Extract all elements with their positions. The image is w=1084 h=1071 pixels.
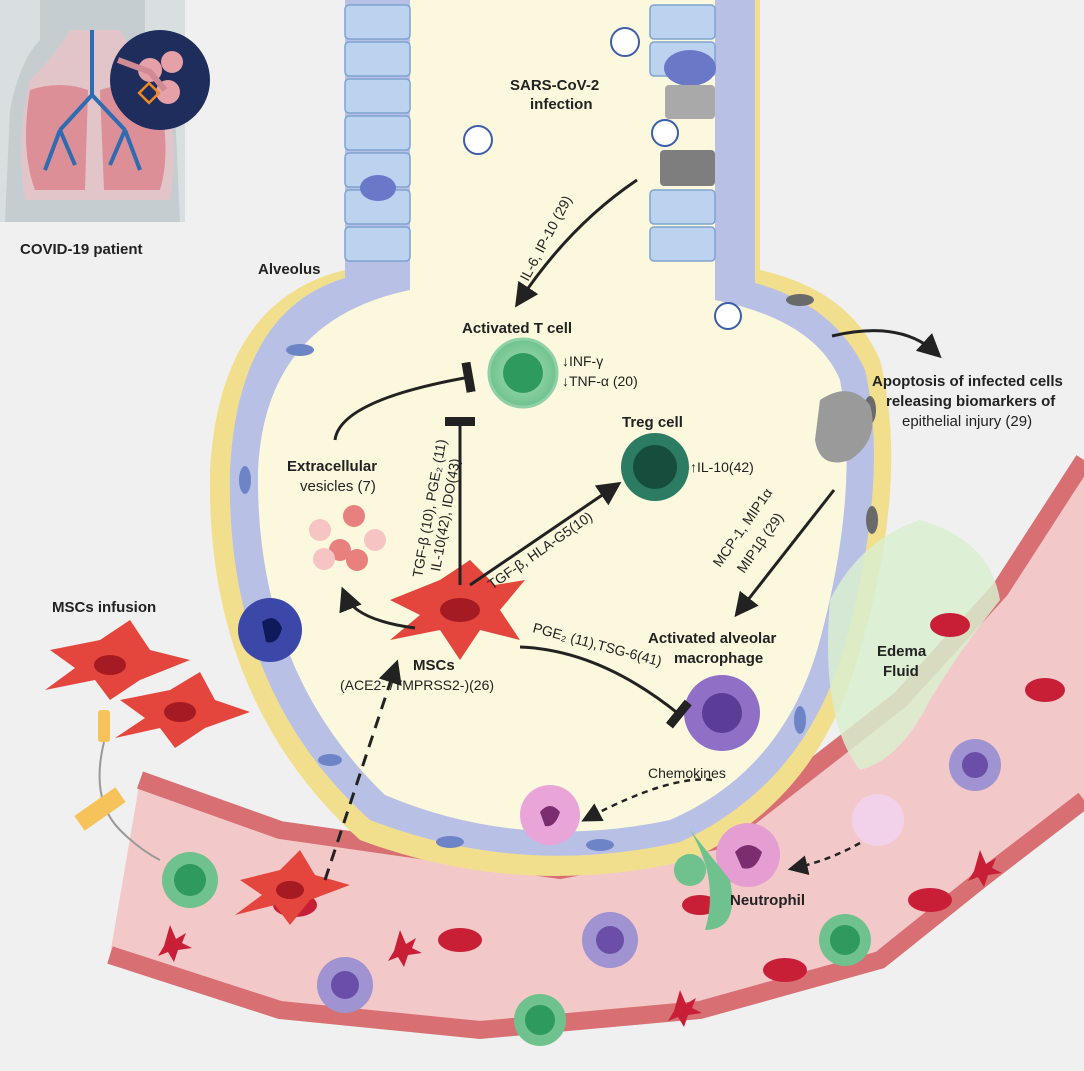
- msc-cell: [390, 560, 525, 660]
- arrows: [323, 178, 942, 881]
- infiltrating-neutrophil: [520, 785, 904, 887]
- msc-infusion-label: MSCs infusion: [52, 599, 156, 616]
- virus-icons: [463, 27, 742, 330]
- goblet-cell: [360, 175, 396, 201]
- infection-label-2: infection: [530, 96, 593, 113]
- ev-label-1: Extracellular: [287, 458, 377, 475]
- edema-label-1: Edema: [877, 643, 927, 660]
- apoptosis-label-1: Apoptosis of infected cells: [872, 373, 1063, 390]
- alveolus: Alveolus: [209, 0, 892, 876]
- t-effect-tnf-alpha: ↓TNF-α (20): [562, 373, 638, 389]
- neutrophil-label: Neutrophil: [730, 892, 805, 909]
- t-effect-inf-gamma: ↓INF-γ: [562, 353, 603, 369]
- macrophage-label-1: Activated alveolar: [648, 630, 777, 647]
- infected-cell: [665, 85, 715, 119]
- activated-t-cell-label: Activated T cell: [462, 320, 572, 337]
- activated-t-cell: [487, 337, 559, 409]
- blood-cells: [158, 613, 1065, 1046]
- iv-catheter-icon: [74, 710, 161, 861]
- infection-label-1: SARS-CoV-2: [510, 77, 599, 94]
- dendritic-cell: [238, 598, 302, 662]
- apoptotic-cells: [815, 391, 873, 463]
- extracellular-vesicles: [309, 505, 386, 571]
- edema-label-2: Fluid: [883, 663, 919, 680]
- apoptosis-label-3: epithelial injury (29): [902, 413, 1032, 430]
- mscs-label: MSCs: [413, 657, 455, 674]
- macrophage-label-2: macrophage: [674, 650, 763, 667]
- patient-label: COVID-19 patient: [20, 241, 143, 258]
- edema-fluid: [828, 520, 1000, 770]
- chemokines-label: Chemokines: [648, 765, 726, 781]
- ev-label-2: vesicles (7): [300, 478, 376, 495]
- patient-illustration: COVID-19 patient: [0, 0, 210, 258]
- alveolar-macrophage: [684, 675, 760, 751]
- treg-cell-label: Treg cell: [622, 414, 683, 431]
- msc-infusion-cells: [45, 620, 250, 748]
- treg-effect-label: ↑IL-10(42): [690, 459, 754, 475]
- alveolus-label: Alveolus: [258, 261, 321, 278]
- msc-markers-label: (ACE2- /TMPRSS2-)(26): [340, 677, 494, 693]
- apoptosis-label-2: releasing biomarkers of: [886, 393, 1056, 410]
- treg-cell: [621, 433, 689, 501]
